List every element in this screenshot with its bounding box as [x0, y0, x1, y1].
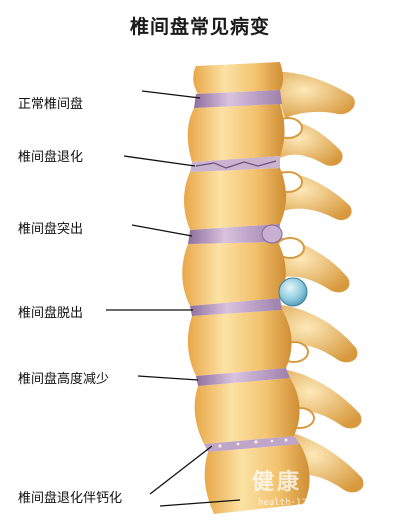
pointer-line-height-loss [137, 375, 199, 381]
disc-normal [194, 90, 282, 108]
spinous-processes [268, 71, 364, 493]
disc-prolapse [190, 298, 282, 316]
intervertebral-discs [188, 90, 308, 452]
process-7 [280, 430, 364, 493]
label-disc-degeneration: 椎间盘退化 [18, 150, 84, 165]
disc-height-loss [196, 368, 290, 386]
diagram-title: 椎间盘常见病变 [129, 16, 270, 38]
label-disc-prolapse: 椎间盘脱出 [18, 306, 84, 321]
pointer-line-normal [141, 90, 201, 99]
label-disc-protrusion: 椎间盘突出 [18, 222, 84, 237]
disc-calcification [204, 436, 300, 452]
prolapse-herniation [278, 277, 308, 307]
label-disc-height-loss: 椎间盘高度减少 [18, 372, 110, 387]
vertebral-bodies [182, 62, 310, 514]
watermark-url: health·120·.com [258, 498, 340, 508]
label-disc-calcification: 椎间盘退化伴钙化 [18, 491, 123, 506]
disc-protrusion [188, 224, 280, 244]
pointer-lines [106, 90, 241, 507]
vertebra-7 [204, 444, 310, 514]
watermark-text: 健康 [252, 470, 303, 495]
vertebra-6 [194, 378, 300, 444]
vertebra-4 [182, 242, 286, 306]
disc-degeneration-crack [195, 160, 277, 169]
vertebra-3 [184, 168, 286, 230]
process-6 [276, 368, 362, 429]
protrusion-bulge [261, 224, 283, 244]
vertebra-5 [187, 310, 292, 376]
label-normal-disc: 正常椎间盘 [18, 97, 84, 112]
process-1 [270, 71, 355, 118]
process-5 [272, 304, 358, 363]
calcification-specks [218, 438, 288, 448]
disc-degeneration [190, 156, 280, 172]
pointer-line-calcification [149, 445, 213, 495]
pointer-line-protrusion [131, 224, 193, 237]
pointer-line-degeneration [123, 155, 196, 167]
vertebra-2 [187, 104, 285, 162]
vertebra-1 [193, 62, 283, 94]
pointer-line-calcification-2 [159, 499, 241, 507]
